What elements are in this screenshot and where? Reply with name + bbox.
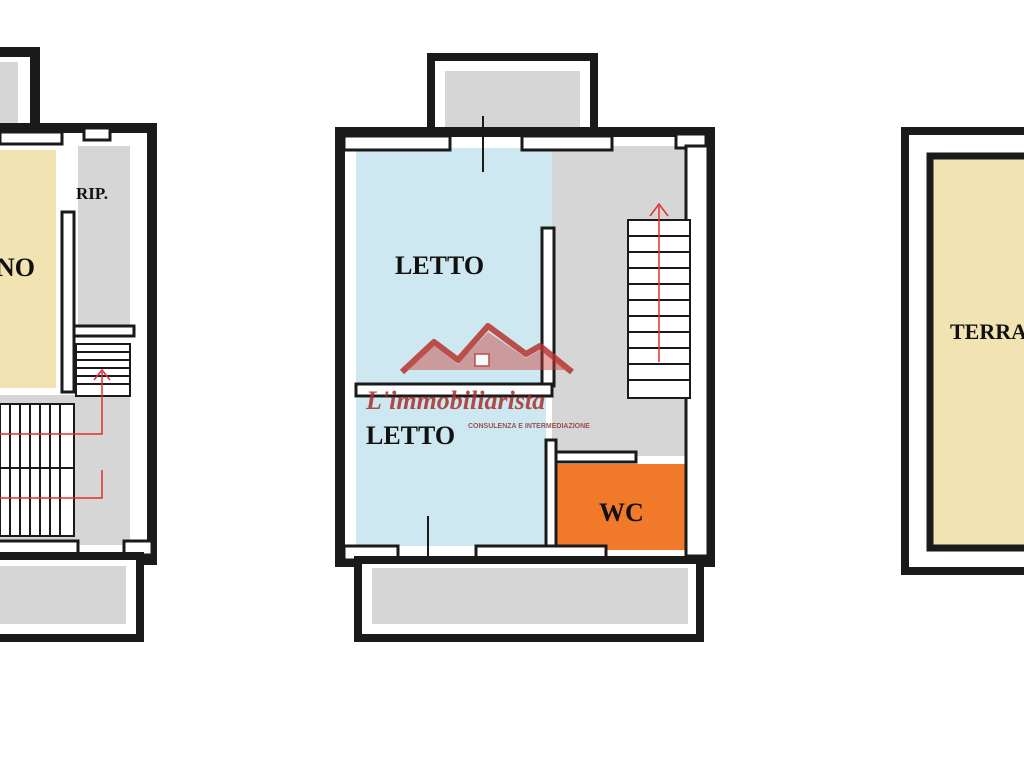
living-room-floor xyxy=(0,150,56,388)
balcony-floor xyxy=(0,566,126,624)
inner-wall xyxy=(520,134,614,152)
bedroom-floor-top xyxy=(356,148,552,384)
bathroom-floor xyxy=(556,464,690,550)
watermark-logo: L'immobiliarista CONSULENZA E INTERMEDIA… xyxy=(365,323,590,430)
roof-icon xyxy=(399,323,574,375)
inner-wall xyxy=(60,210,76,394)
inner-wall xyxy=(0,130,64,146)
inner-wall xyxy=(72,324,136,338)
plan-terrace: TERRA xyxy=(901,127,1024,575)
watermark-brand: L'immobiliarista xyxy=(365,386,545,415)
terrace-inner-wall xyxy=(926,152,1024,552)
room-label-bedroom-bottom: LETTO xyxy=(366,421,455,450)
plan-ground-floor: NO RIP. xyxy=(0,47,157,642)
inner-wall xyxy=(82,126,112,142)
plan-first-floor: LETTO LETTO WC xyxy=(335,53,715,642)
top-protrusion-floor xyxy=(0,62,18,128)
bedroom-floor-bottom xyxy=(356,398,546,546)
stair-direction-arrow xyxy=(0,368,111,499)
watermark-tagline: CONSULENZA E INTERMEDIAZIONE xyxy=(468,423,590,430)
top-balcony-floor xyxy=(445,71,580,131)
staircase xyxy=(0,343,131,537)
inner-wall xyxy=(554,450,638,464)
room-label-bathroom: WC xyxy=(599,498,644,527)
room-label-bedroom-top: LETTO xyxy=(395,251,484,280)
room-label-storage: RIP. xyxy=(76,184,108,203)
bottom-balcony-floor xyxy=(372,568,688,624)
inner-wall xyxy=(342,134,452,152)
storage-room-floor xyxy=(78,146,130,328)
room-label-terrace: TERRA xyxy=(950,319,1024,344)
room-label-living: NO xyxy=(0,253,35,282)
stair-direction-arrow xyxy=(649,202,669,362)
inner-wall xyxy=(354,382,554,398)
